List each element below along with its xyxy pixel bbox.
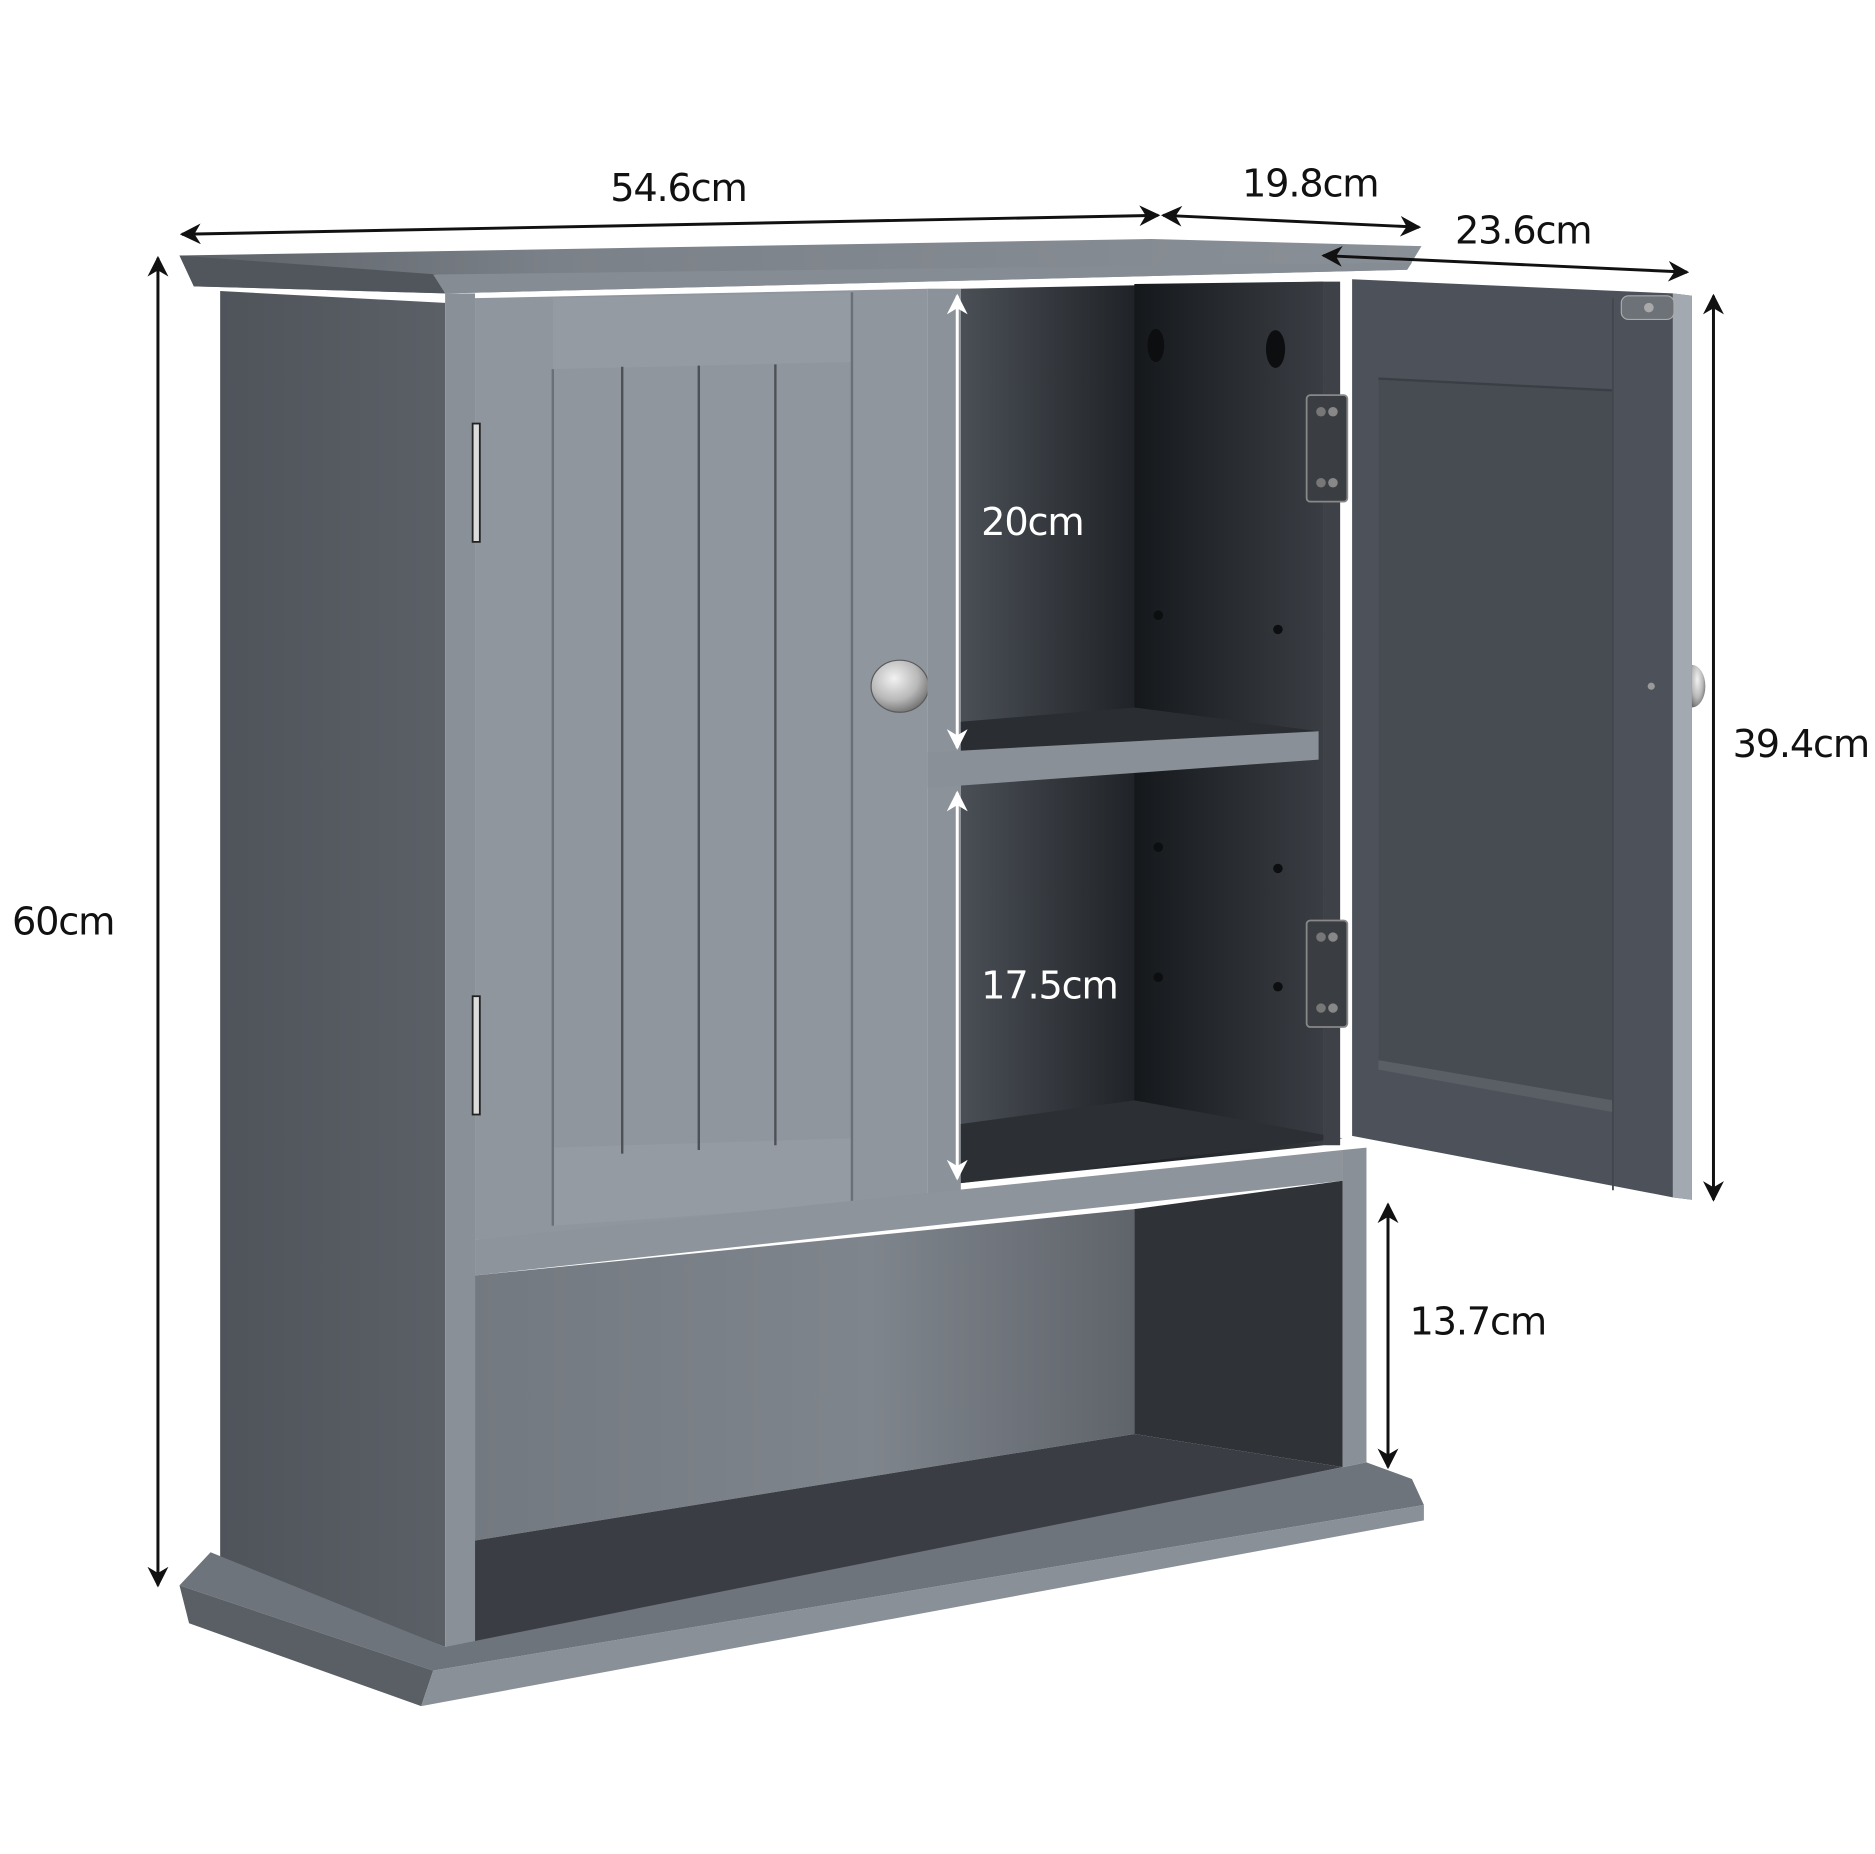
label-door-width: 23.6cm xyxy=(1455,209,1591,253)
label-upper-compartment: 20cm xyxy=(981,500,1083,544)
cabinet-base xyxy=(179,1462,1424,1671)
dimension-arrow-width xyxy=(179,205,1161,245)
left-door xyxy=(471,288,930,1240)
lower-divider-shelf xyxy=(475,1150,1343,1276)
hinge-icon xyxy=(471,995,481,1116)
interior-hinge-icon xyxy=(1305,394,1349,1028)
cabinet-left-side xyxy=(220,291,446,1647)
right-door-open xyxy=(1352,279,1706,1200)
label-door-height: 39.4cm xyxy=(1733,722,1869,766)
label-bottom-shelf: 13.7cm xyxy=(1410,1300,1546,1344)
door-knob-icon[interactable] xyxy=(870,659,930,713)
dimension-lines xyxy=(147,205,1724,1588)
label-side-depth: 19.8cm xyxy=(1242,162,1378,206)
bottom-shelf-back xyxy=(475,1209,1135,1541)
label-lower-compartment: 17.5cm xyxy=(981,964,1117,1008)
label-width: 54.6cm xyxy=(610,166,746,210)
label-total-height: 60cm xyxy=(12,900,114,944)
dimension-arrow-door-width xyxy=(1321,246,1690,282)
hinge-icon xyxy=(471,422,481,543)
middle-shelf xyxy=(960,707,1319,753)
dimension-arrow-side-depth xyxy=(1160,205,1422,237)
front-frame-left xyxy=(445,293,476,1647)
door-knob-icon[interactable] xyxy=(1691,664,1706,708)
bottom-shelf-floor xyxy=(475,1433,1343,1647)
dimension-labels: 54.6cm 19.8cm 23.6cm 60cm 20cm 17.5cm 39… xyxy=(12,162,1870,1344)
cabinet xyxy=(179,238,1706,1707)
